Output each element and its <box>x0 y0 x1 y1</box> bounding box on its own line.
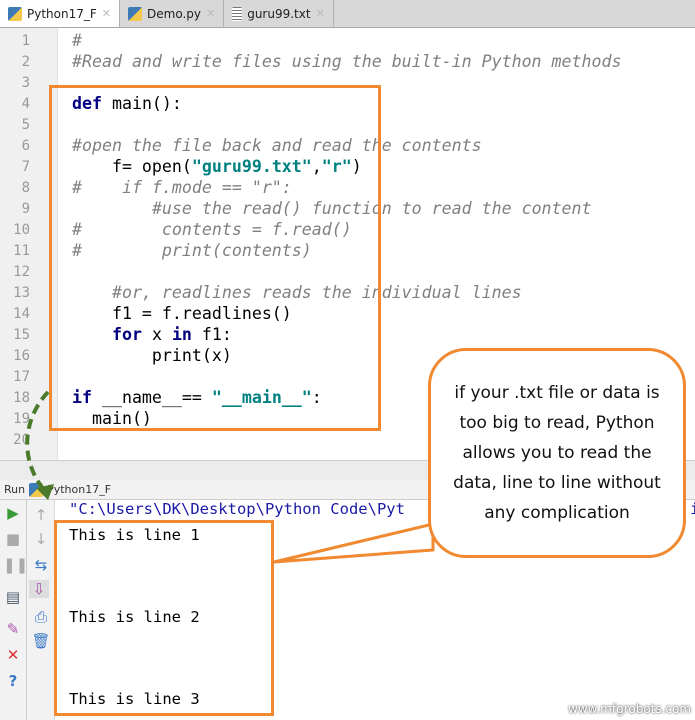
python-file-icon <box>128 6 142 21</box>
close-icon[interactable]: ✕ <box>6 646 20 664</box>
code-line[interactable]: # <box>72 31 82 50</box>
line-number: 4 <box>21 96 30 112</box>
stop-icon[interactable]: ■ <box>5 530 21 548</box>
code-line[interactable]: #use the read() function to read the con… <box>151 199 592 218</box>
line-number: 14 <box>13 306 30 322</box>
run-toolbar: ▶ ■ ❚❚ ▤ ✎ ✕ ? <box>0 500 29 720</box>
tab-python17-f[interactable]: Python17_F ✕ <box>0 0 120 27</box>
line-number: 9 <box>21 201 30 217</box>
code-line[interactable]: #open the file back and read the content… <box>72 136 482 155</box>
code-highlight-box <box>49 85 381 431</box>
editor-tabs: Python17_F ✕ Demo.py ✕ guru99.txt ✕ <box>0 0 695 28</box>
code-line[interactable]: # contents = f.read() <box>72 220 352 239</box>
arrow-head <box>36 484 54 500</box>
line-number: 2 <box>21 54 30 70</box>
console-line: This is line 3 <box>69 690 200 708</box>
console-line: This is line 1 <box>69 526 200 544</box>
line-number: 13 <box>13 285 30 301</box>
callout-note: if your .txt file or data is too big to … <box>428 348 686 558</box>
line-number: 11 <box>13 243 30 259</box>
code-line[interactable]: main() <box>72 409 152 428</box>
line-number: 10 <box>13 222 30 238</box>
callout-text: if your .txt file or data is too big to … <box>453 383 661 523</box>
line-number: 5 <box>21 117 30 133</box>
console-output[interactable]: "C:\Users\DK\Desktop\Python Code\Pyt i T… <box>56 500 695 708</box>
rerun-icon[interactable]: ▶ <box>7 504 19 522</box>
python-file-icon <box>8 6 22 21</box>
scroll-to-end-icon[interactable]: ⇩ <box>29 580 49 598</box>
line-number: 16 <box>13 348 30 364</box>
tab-label: Demo.py <box>147 6 201 21</box>
line-number: 6 <box>21 138 30 154</box>
line-gutter <box>0 28 58 460</box>
pause-icon[interactable]: ❚❚ <box>3 556 29 574</box>
tab-demo-py[interactable]: Demo.py ✕ <box>120 0 225 27</box>
dashed-arrow <box>25 390 50 492</box>
console-line: This is line 2 <box>69 608 200 626</box>
down-arrow-icon[interactable]: ↓ <box>34 530 48 548</box>
line-number: 8 <box>21 180 30 196</box>
line-number: 12 <box>13 264 30 280</box>
run-label: Run <box>4 483 26 496</box>
close-tab-icon[interactable]: ✕ <box>205 7 216 20</box>
print-icon[interactable]: ⎙ <box>34 608 47 626</box>
up-arrow-icon[interactable]: ↑ <box>34 506 48 524</box>
line-number: 7 <box>21 159 30 175</box>
layout-icon[interactable]: ▤ <box>5 588 21 606</box>
tab-guru99-txt[interactable]: guru99.txt ✕ <box>224 0 334 27</box>
watermark: www.mfgrobots.com <box>568 702 692 716</box>
line-number: 1 <box>21 33 30 49</box>
code-line[interactable]: def main(): <box>72 94 182 113</box>
tab-label: Python17_F <box>27 6 97 21</box>
line-number: 15 <box>13 327 30 343</box>
console-command: "C:\Users\DK\Desktop\Python Code\Pyt <box>69 500 405 518</box>
run-config-name[interactable]: Python17_F <box>47 483 112 496</box>
code-line[interactable]: if __name__== "__main__": <box>72 388 322 407</box>
code-line[interactable]: print(x) <box>72 346 232 365</box>
code-line[interactable]: f= open("guru99.txt","r") <box>72 157 362 176</box>
soft-wrap-icon[interactable]: ⇆ <box>34 556 48 574</box>
close-tab-icon[interactable]: ✕ <box>315 7 325 20</box>
code-line[interactable]: f1 = f.readlines() <box>72 304 292 323</box>
text-file-icon <box>232 6 243 21</box>
line-number: 18 <box>13 390 30 406</box>
line-number: 17 <box>13 369 30 385</box>
help-icon[interactable]: ? <box>8 672 18 690</box>
line-number: 3 <box>21 75 30 91</box>
code-line[interactable]: #Read and write files using the built-in… <box>72 52 622 71</box>
output-highlight-box <box>54 520 274 716</box>
console-toolbar: ↑ ↓ ⇆ ⇩ ⎙ 🗑 <box>27 500 55 720</box>
tab-label: guru99.txt <box>247 6 311 21</box>
pin-icon[interactable]: ✎ <box>6 620 20 638</box>
trash-icon[interactable]: 🗑 <box>31 632 51 650</box>
code-line[interactable]: # if f.mode == "r": <box>72 178 292 197</box>
code-line[interactable]: # print(contents) <box>72 241 312 260</box>
code-line[interactable]: for x in f1: <box>111 325 232 344</box>
line-number: 19 <box>13 411 30 427</box>
console-command-tail: i <box>690 500 695 518</box>
callout-tail <box>273 522 435 564</box>
code-line[interactable]: #or, readlines reads the individual line… <box>111 283 522 302</box>
close-tab-icon[interactable]: ✕ <box>101 7 111 20</box>
